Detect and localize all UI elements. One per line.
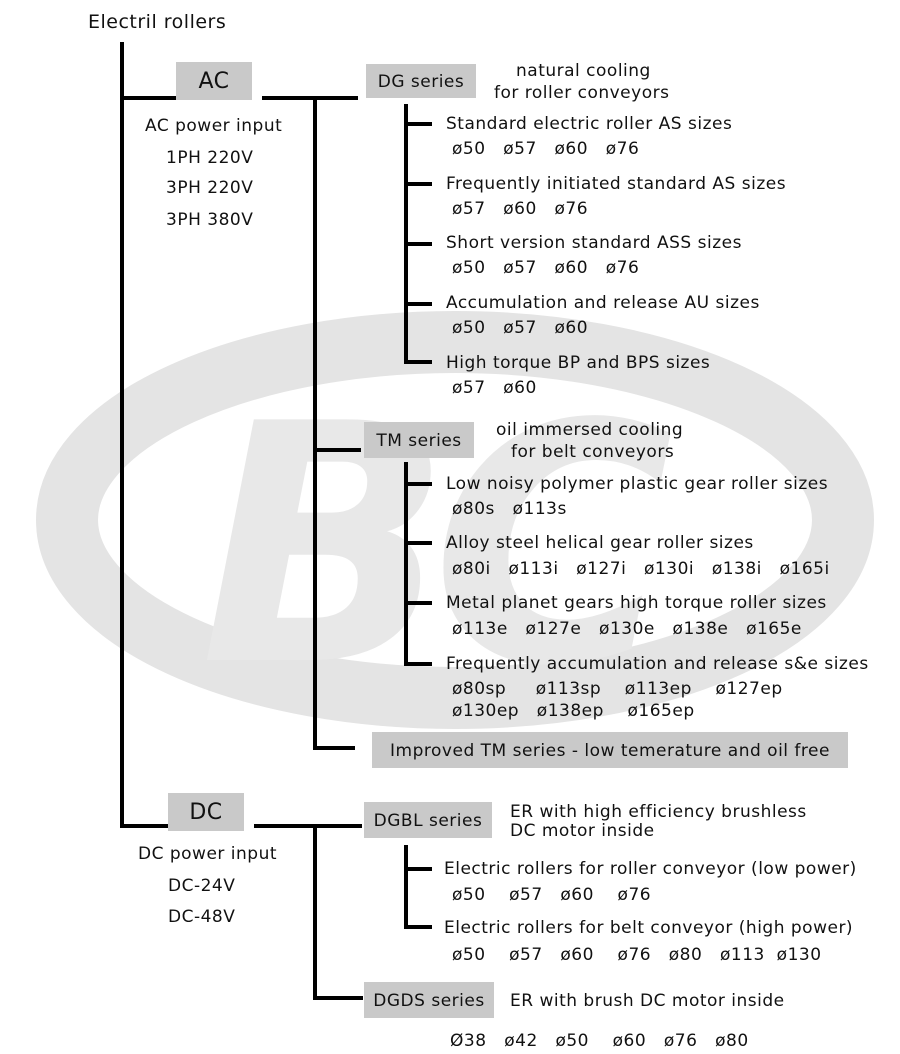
- watermark-letters: BC: [200, 354, 694, 738]
- dc-series-trunk: [313, 824, 317, 1000]
- improved-branch-line: [313, 746, 355, 750]
- dgds-sizes: Ø38 ø42 ø50 ø60 ø76 ø80: [450, 1031, 749, 1051]
- dgbl-series-desc: ER with high efficiency brushless: [510, 802, 807, 822]
- dgbl-item-connector: [404, 867, 432, 871]
- dg-item-name: Accumulation and release AU sizes: [446, 293, 760, 313]
- dg-item-sizes: ø50 ø57 ø60 ø76: [452, 258, 640, 278]
- dg-item-name: Standard electric roller AS sizes: [446, 114, 733, 134]
- dgbl-item-sizes: ø50 ø57 ø60 ø76 ø80 ø113 ø130: [452, 945, 822, 965]
- dg-item-connector: [404, 182, 432, 186]
- diagram-title: Electril rollers: [88, 11, 227, 33]
- dgds-series-desc: ER with brush DC motor inside: [510, 991, 785, 1011]
- improved-tm-series-node: Improved TM series - low temerature and …: [372, 732, 848, 768]
- dg-item-name: Frequently initiated standard AS sizes: [446, 174, 787, 194]
- ac-branch-line: [120, 96, 178, 100]
- dg-item-connector: [404, 242, 432, 246]
- watermark-ring: [36, 311, 874, 729]
- dg-item-name: Short version standard ASS sizes: [446, 233, 742, 253]
- tm-item-connector: [404, 541, 432, 545]
- dg-item-sizes: ø57 ø60 ø76: [452, 199, 589, 219]
- tm-item-sizes: ø130ep ø138ep ø165ep: [452, 701, 695, 721]
- dgbl-item-name: Electric rollers for roller conveyor (lo…: [444, 859, 857, 879]
- tm-item-sizes: ø80s ø113s: [452, 499, 567, 519]
- dc-node: DC: [168, 793, 244, 831]
- dg-item-connector: [404, 360, 432, 364]
- dc-info-line: DC power input: [138, 844, 278, 864]
- tm-item-name: Metal planet gears high torque roller si…: [446, 593, 827, 613]
- dg-series-desc: for roller conveyors: [494, 83, 670, 103]
- tm-series-desc: oil immersed cooling: [496, 420, 684, 440]
- dg-item-connector: [404, 122, 432, 126]
- dgbl-items-trunk: [404, 845, 408, 929]
- tm-item-connector: [404, 601, 432, 605]
- tm-series-node: TM series: [364, 422, 474, 458]
- dgbl-item-name: Electric rollers for belt conveyor (high…: [444, 918, 854, 938]
- dc-info-line: DC-24V: [168, 876, 236, 896]
- dc-connector-line: [254, 824, 362, 828]
- dg-items-trunk: [404, 104, 408, 364]
- dg-item-name: High torque BP and BPS sizes: [446, 353, 711, 373]
- dg-item-sizes: ø50 ø57 ø60: [452, 318, 589, 338]
- dgbl-item-sizes: ø50 ø57 ø60 ø76: [452, 885, 652, 905]
- tm-item-connector: [404, 482, 432, 486]
- dg-series-desc: natural cooling: [516, 61, 651, 81]
- ac-connector-line: [262, 96, 358, 100]
- ac-info-line: 3PH 220V: [166, 178, 254, 198]
- tm-item-sizes: ø80sp ø113sp ø113ep ø127ep: [452, 679, 783, 699]
- dgbl-series-desc: DC motor inside: [510, 821, 655, 841]
- tm-items-trunk: [404, 462, 408, 666]
- dgds-series-node: DGDS series: [364, 982, 494, 1018]
- dg-item-sizes: ø57 ø60: [452, 378, 537, 398]
- dc-info-line: DC-48V: [168, 907, 236, 927]
- tm-item-sizes: ø80i ø113i ø127i ø130i ø138i ø165i: [452, 559, 830, 579]
- dc-branch-line: [120, 824, 170, 828]
- dg-series-node: DG series: [366, 64, 476, 98]
- dg-item-connector: [404, 302, 432, 306]
- tm-item-connector: [404, 662, 432, 666]
- ac-info-line: 1PH 220V: [166, 148, 254, 168]
- main-trunk-line: [120, 42, 124, 828]
- ac-series-trunk: [313, 96, 317, 750]
- svg-text:BC: BC: [200, 354, 674, 738]
- tm-series-desc: for belt conveyors: [511, 442, 675, 462]
- tm-item-name: Frequently accumulation and release s&e …: [446, 654, 869, 674]
- ac-info-line: AC power input: [145, 116, 283, 136]
- dgds-branch-line: [313, 996, 363, 1000]
- dg-item-sizes: ø50 ø57 ø60 ø76: [452, 139, 640, 159]
- tm-branch-line: [313, 448, 361, 452]
- dgbl-series-node: DGBL series: [364, 802, 492, 838]
- tm-item-sizes: ø113e ø127e ø130e ø138e ø165e: [452, 619, 802, 639]
- tm-item-name: Low noisy polymer plastic gear roller si…: [446, 474, 829, 494]
- dgbl-item-connector: [404, 925, 432, 929]
- ac-node: AC: [176, 62, 252, 100]
- tm-item-name: Alloy steel helical gear roller sizes: [446, 533, 754, 553]
- ac-info-line: 3PH 380V: [166, 210, 254, 230]
